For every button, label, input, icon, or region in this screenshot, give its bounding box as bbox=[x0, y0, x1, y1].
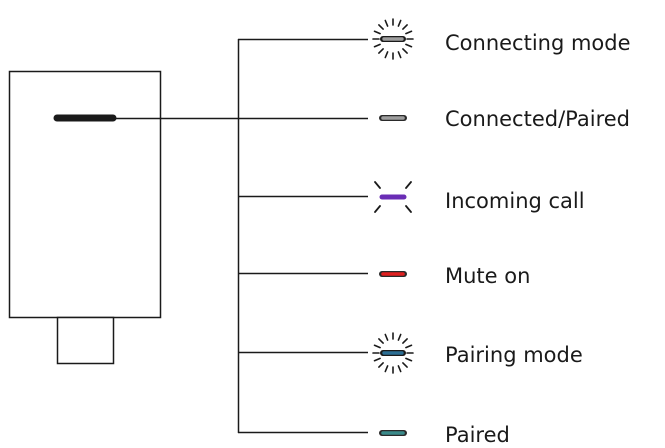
status-indicators bbox=[372, 18, 414, 436]
blinking-light-icon bbox=[372, 332, 414, 374]
status-label-pairing-mode: Pairing mode bbox=[445, 343, 583, 367]
status-label-incoming-call: Incoming call bbox=[445, 189, 585, 213]
device-usb-plug bbox=[56, 316, 115, 365]
flashing-light-icon bbox=[374, 181, 412, 213]
status-label-connected-paired: Connected/Paired bbox=[445, 107, 631, 131]
connector-lines bbox=[113, 38, 368, 434]
blinking-light-icon bbox=[372, 18, 414, 60]
status-label-paired: Paired bbox=[445, 423, 510, 447]
status-label-connecting-mode: Connecting mode bbox=[445, 31, 631, 55]
device-body bbox=[8, 70, 162, 319]
usb-receiver-device bbox=[8, 70, 162, 365]
status-label-mute-on: Mute on bbox=[445, 264, 531, 288]
